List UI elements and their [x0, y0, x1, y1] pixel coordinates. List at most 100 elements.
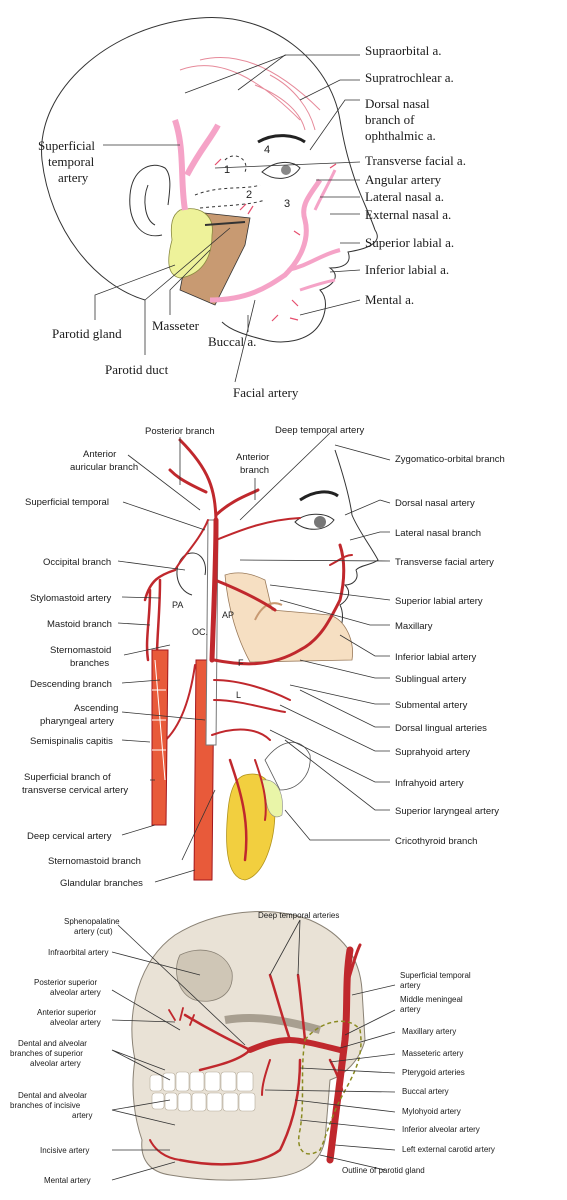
- dashed-line: [199, 199, 266, 209]
- label-maxillary: Maxillary: [395, 621, 433, 632]
- label-infrahyoid: Infrahyoid artery: [395, 778, 464, 789]
- teeth: [149, 1071, 256, 1112]
- label-sternomastoid-branches-2: branches: [70, 658, 109, 669]
- label-dorsal-nasal-2: branch of: [365, 112, 415, 127]
- leader-line: [94, 264, 176, 320]
- label-stylomastoid: Stylomastoid artery: [30, 593, 112, 604]
- label-descending: Descending branch: [30, 679, 112, 690]
- label-glandular: Glandular branches: [60, 878, 143, 889]
- label-anterior-superior-alveolar-1: Anterior superior: [37, 1008, 96, 1017]
- label-dorsal-nasal-1: Dorsal nasal: [365, 96, 430, 111]
- head-outline: [41, 17, 378, 343]
- label-dorsal-nasal: Dorsal nasal artery: [395, 498, 475, 509]
- label-parotid-duct: Parotid duct: [105, 362, 169, 377]
- number-1: 1: [224, 164, 230, 176]
- panel3-leaders: [111, 919, 396, 1181]
- label-superior-laryngeal: Superior laryngeal artery: [395, 806, 499, 817]
- superficial-temporal-artery: [172, 119, 221, 211]
- tag-OC: OC.: [192, 627, 208, 637]
- label-superior-labial: Superior labial a.: [365, 235, 454, 250]
- label-inferior-labial: Inferior labial a.: [365, 262, 449, 277]
- label-sternomastoid-branches-1: Sternomastoid: [50, 645, 111, 656]
- label-left-external-carotid: Left external carotid artery: [402, 1145, 495, 1154]
- label-sternomastoid-branch: Sternomastoid branch: [48, 856, 141, 867]
- tag-L: L: [236, 690, 241, 700]
- label-infraorbital: Infraorbital artery: [48, 948, 108, 957]
- parotid-duct: [204, 221, 246, 226]
- facial-artery: [209, 178, 323, 303]
- label-parotid-gland: Parotid gland: [52, 326, 122, 341]
- label-lateral-nasal: Lateral nasal a.: [365, 189, 444, 204]
- label-transverse-facial: Transverse facial a.: [365, 153, 466, 168]
- leader-line: [237, 54, 360, 91]
- label-mylohyoid: Mylohyoid artery: [402, 1107, 461, 1116]
- leader-line: [144, 227, 231, 355]
- label-posterior-superior-alveolar-2: alveolar artery: [50, 988, 101, 997]
- panel2-leaders: [117, 432, 391, 883]
- thyroid-cartilage: [261, 779, 283, 818]
- label-superior-labial: Superior labial artery: [395, 596, 483, 607]
- inferior-labial-artery: [299, 278, 336, 292]
- label-superficial-temporal-1: Superficial temporal: [400, 971, 471, 980]
- label-anterior-superior-alveolar-2: alveolar artery: [50, 1018, 101, 1027]
- label-dorsal-lingual: Dorsal lingual arteries: [395, 723, 487, 734]
- eye-iris: [314, 516, 326, 528]
- eye: [261, 162, 301, 179]
- lateral-nasal-artery: [313, 169, 337, 211]
- leader-line: [309, 99, 360, 151]
- label-superficial-temporal-1: Superficial: [38, 138, 95, 153]
- label-inferior-labial: Inferior labial artery: [395, 652, 477, 663]
- label-dental-incisive-1: Dental and alveolar: [18, 1091, 87, 1100]
- label-buccal: Buccal a.: [208, 334, 256, 349]
- label-deep-cervical: Deep cervical artery: [27, 831, 112, 842]
- label-external-nasal: External nasal a.: [365, 207, 451, 222]
- label-lateral-nasal: Lateral nasal branch: [395, 528, 481, 539]
- panel-facial-arteries: 1 2 3 4 Supraorbital a. Supratrochlear a…: [38, 17, 466, 400]
- label-deep-temporal: Deep temporal artery: [275, 425, 364, 436]
- label-deep-temporal-arteries: Deep temporal arteries: [258, 911, 339, 920]
- label-dorsal-nasal-3: ophthalmic a.: [365, 128, 436, 143]
- label-supratrochlear: Supratrochlear a.: [365, 70, 454, 85]
- label-facial-artery: Facial artery: [233, 385, 299, 400]
- label-superficial-temporal-2: artery: [400, 981, 420, 990]
- leader-line: [184, 54, 287, 94]
- label-middle-meningeal-1: Middle meningeal: [400, 995, 463, 1004]
- label-maxillary: Maxillary artery: [402, 1027, 456, 1036]
- hyoid-cartilage: [264, 741, 311, 791]
- superior-labial-artery: [287, 248, 341, 272]
- label-mental: Mental a.: [365, 292, 414, 307]
- leader-line: [299, 299, 361, 316]
- label-incisive: Incisive artery: [40, 1146, 89, 1155]
- panel-external-carotid-branches: PA AP OC. F L: [22, 425, 505, 889]
- label-ascending-pharyngeal-1: Ascending: [74, 703, 118, 714]
- arterial-twigs: [214, 158, 337, 322]
- label-sphenopalatine-1: Sphenopalatine: [64, 917, 120, 926]
- label-dental-superior-3: alveolar artery: [30, 1059, 81, 1068]
- orbit: [176, 949, 233, 1002]
- label-anterior-branch-2: branch: [240, 465, 269, 476]
- label-transverse-facial: Transverse facial artery: [395, 557, 494, 568]
- label-posterior-branch: Posterior branch: [145, 426, 215, 437]
- label-superficial-temporal: Superficial temporal: [25, 497, 109, 508]
- number-3: 3: [284, 198, 290, 210]
- deep-cervical-artery: [151, 649, 169, 826]
- label-middle-meningeal-2: artery: [400, 1005, 420, 1014]
- label-suprahyoid: Suprahyoid artery: [395, 747, 470, 758]
- label-superficial-temporal-2: temporal: [48, 154, 95, 169]
- label-sublingual: Sublingual artery: [395, 674, 467, 685]
- dashed-line: [224, 155, 247, 173]
- maxillary-artery-tree: [149, 943, 362, 1166]
- label-anterior-auricular-2: auricular branch: [70, 462, 138, 473]
- label-mental: Mental artery: [44, 1176, 91, 1185]
- tag-PA: PA: [172, 600, 183, 610]
- label-semispinalis: Semispinalis capitis: [30, 736, 113, 747]
- label-posterior-superior-alveolar-1: Posterior superior: [34, 978, 97, 987]
- label-outline-parotid: Outline of parotid gland: [342, 1166, 425, 1175]
- label-submental: Submental artery: [395, 700, 468, 711]
- panel-maxillary-artery: Sphenopalatine artery (cut) Deep tempora…: [10, 911, 495, 1185]
- label-occipital: Occipital branch: [43, 557, 111, 568]
- label-cricothyroid: Cricothyroid branch: [395, 836, 477, 847]
- tag-AP: AP: [222, 610, 234, 620]
- leader-line: [169, 249, 211, 315]
- label-dental-incisive-2: branches of incisive: [10, 1101, 81, 1110]
